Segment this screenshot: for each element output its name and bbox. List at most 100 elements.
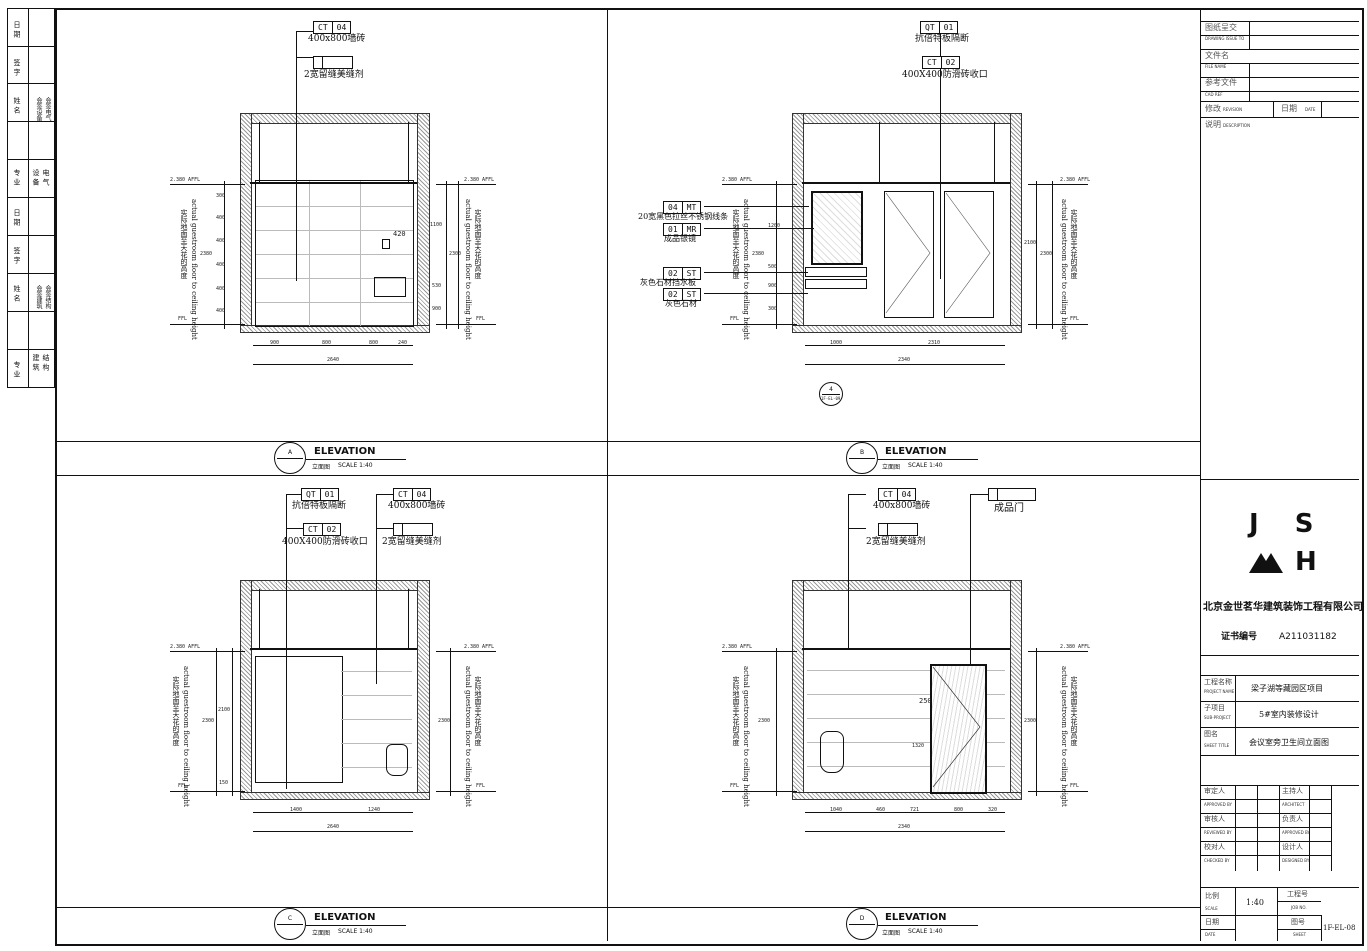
level-top-right-b: 2.380 AFFL: [1060, 177, 1091, 183]
mountain-logo-icon: [1249, 553, 1283, 573]
dim-total-d: 2340: [898, 824, 911, 830]
strip-label-4: 专 业: [13, 169, 21, 186]
label-wall-tile-d: 400x800墙砖: [873, 501, 931, 511]
dim-bottom-c-1: 1400: [290, 807, 303, 813]
dim-left-a-3: 400: [216, 238, 226, 244]
strip-label-2: 签 字: [13, 59, 21, 76]
dim-right-a-4: 900: [432, 306, 442, 312]
tag-grout-a: [313, 56, 353, 69]
level-bot-left-d: FFL: [730, 783, 740, 789]
label-wall-tile-a: 400x800墙砖: [308, 34, 366, 44]
file-en: FILE NAME: [1205, 64, 1227, 69]
ref-label: 参考文件: [1205, 78, 1237, 87]
section-marker-b: 4: [819, 382, 843, 406]
vert-label-cn-right-c: 实际地面至天花的高度: [474, 676, 482, 746]
revision-en: REVISION: [1223, 107, 1243, 112]
dim-left-a-5: 400: [216, 286, 226, 292]
vert-label-en-right-c: actual guestroom floor to ceiling height: [464, 666, 472, 807]
strip-sub-4: 电 气: [42, 169, 50, 186]
dim-bottom-b-2: 2310: [928, 340, 941, 346]
level-top-left-b: 2.380 AFFL: [722, 177, 753, 183]
strip-label-7: 姓 名: [13, 285, 21, 302]
strip-label-6: 签 字: [13, 247, 21, 264]
description-label: 说明: [1205, 120, 1221, 129]
project-en: PROJECT NAME: [1204, 689, 1235, 694]
dim-right-b-2: 2300: [1040, 251, 1053, 257]
vert-label-cn-left-a: 实际地面至天花的高度: [180, 209, 188, 279]
dim-right-a-1: 1100: [430, 222, 443, 228]
dim-bottom-a-3: 800: [369, 340, 379, 346]
role-checked-en: CHECKED BY: [1204, 858, 1230, 863]
frame-divider-horizontal: [56, 475, 1200, 476]
dim-total-b: 2340: [898, 357, 911, 363]
strip-sub-5: 会签建筑: [35, 285, 42, 309]
label-wall-tile-c: 400x800墙砖: [388, 501, 446, 511]
dim-left-c-2: 2300: [202, 718, 215, 724]
left-sign-strip: 日 期 签 字 姓 名 会签设备 会签电气 专 业 设 备 电 气 日 期 签 …: [7, 8, 55, 388]
strip-label-1: 日 期: [13, 21, 21, 38]
label-antislip-b: 400X400防滑砖收口: [902, 70, 988, 80]
strip-label-8: 专 业: [13, 361, 21, 378]
dim-left-a-total: 2380: [200, 251, 213, 257]
dim-bottom-a-1: 900: [270, 340, 280, 346]
dim-bottom-d-2: 460: [876, 807, 886, 813]
label-partition-b: 抗倍特板隔断: [915, 34, 970, 44]
revision-label: 修改: [1205, 104, 1221, 113]
role-designer-en: DESIGNED BY: [1282, 858, 1310, 863]
elevation-marker-a: A: [274, 442, 306, 474]
role-approved-en: APPROVED BY: [1204, 802, 1233, 807]
dim-left-b-total: 2380: [752, 251, 765, 257]
vert-label-en-left-c: actual guestroom floor to ceiling height: [182, 666, 190, 807]
dim-bottom-a-4: 240: [398, 340, 408, 346]
label-mirror-b: 成品银镜: [664, 234, 696, 243]
issue-label: 图纸呈交: [1205, 23, 1237, 32]
vert-label-cn-left-d: 实际地面至天花的高度: [732, 676, 740, 746]
strip-sub-7: 建 筑: [32, 354, 40, 371]
scale-en: SCALE: [1205, 906, 1218, 911]
dim-right-a-3: 530: [432, 283, 442, 289]
partition-door-swings-b: [885, 192, 991, 314]
label-stone-b: 灰色石材: [665, 299, 697, 308]
cert-number: A211031182: [1279, 632, 1337, 642]
dim-bottom-a-2: 800: [322, 340, 332, 346]
role-architect: 主持人: [1282, 787, 1303, 795]
cert-label: 证书编号: [1221, 632, 1258, 642]
elevation-subtitle-c: 立面图: [312, 930, 331, 937]
elevation-subtitle-a: 立面图: [312, 464, 331, 471]
company-logo: J S H: [1249, 509, 1320, 577]
dim-left-a-6: 400: [216, 308, 226, 314]
tag-grout-d: [878, 523, 918, 536]
elevation-scale-b: SCALE 1:40: [908, 462, 943, 469]
dim-bottom-b-1: 1000: [830, 340, 843, 346]
dim-left-b-2: 500: [768, 264, 778, 270]
dim-bottom-d-4: 800: [954, 807, 964, 813]
title-block: 图纸呈交 DRAWING ISSUE TO 文件名 FILE NAME 参考文件…: [1201, 9, 1363, 941]
level-bot-left-c: FFL: [178, 783, 188, 789]
vert-label-en-right-a: actual guestroom floor to ceiling height: [464, 199, 472, 340]
date-en: DATE: [1305, 107, 1316, 112]
level-top-right-c: 2.380 AFFL: [464, 644, 495, 650]
dim-left-b-3: 900: [768, 283, 778, 289]
door-swing-d: [932, 666, 981, 788]
vert-label-en-left-d: actual guestroom floor to ceiling height: [742, 666, 750, 807]
vert-label-cn-right-a: 实际地面至天花的高度: [474, 209, 482, 279]
dim-left-d-2: 1320: [912, 743, 925, 749]
dim-right-c-1: 2300: [438, 718, 451, 724]
level-top-right-a: 2.380 AFFL: [464, 177, 495, 183]
description-en: DESCRIPTION: [1223, 123, 1251, 128]
section-sub-b: 1F-EL-09: [821, 396, 841, 401]
label-grout-a: 2宽留缝美缝剂: [304, 70, 364, 80]
day-label: 日期: [1205, 918, 1219, 926]
strip-sub-1: 会签设备: [35, 97, 42, 121]
titleblock-divider: [1200, 9, 1201, 941]
ref-en: CAD REF: [1205, 92, 1223, 97]
label-door-d: 成品门: [994, 503, 1024, 514]
elevation-scale-a: SCALE 1:40: [338, 462, 373, 469]
label-steel-strip-b: 20宽黑色拉丝不锈钢线条: [638, 212, 729, 221]
